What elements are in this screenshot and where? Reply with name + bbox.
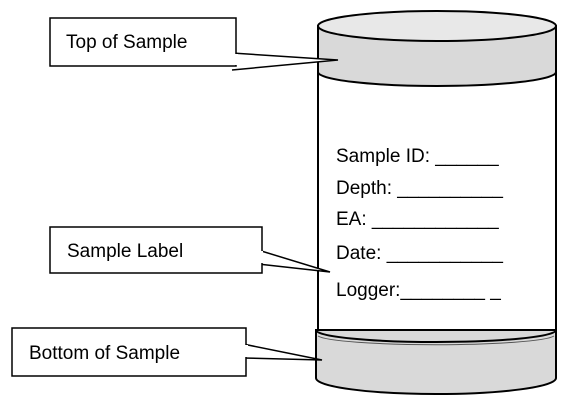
callout-label-text: Sample Label xyxy=(67,241,183,262)
callout-sample-label: Sample Label xyxy=(49,226,331,274)
callout-label-pointer xyxy=(257,249,331,273)
bottom-cap xyxy=(315,329,557,395)
bottom-cap-inner-edge xyxy=(317,335,555,346)
field-sample-id: Sample ID: ______ xyxy=(336,146,499,167)
bottom-cap-rim xyxy=(315,329,557,343)
callout-top-box xyxy=(49,17,237,67)
field-ea: EA: ____________ xyxy=(336,209,499,230)
callout-top-of-sample: Top of Sample xyxy=(49,17,339,71)
top-cap-band xyxy=(317,25,557,87)
field-depth: Depth: __________ xyxy=(336,178,503,199)
container-body xyxy=(318,46,556,346)
callout-top-text: Top of Sample xyxy=(66,32,187,53)
top-cap-lid xyxy=(317,10,557,42)
sample-container: Sample ID: ______ Depth: __________ EA: … xyxy=(315,10,557,395)
callout-top-pointer xyxy=(231,52,339,71)
callout-bottom-text: Bottom of Sample xyxy=(29,343,180,364)
bottom-cap-band xyxy=(315,329,557,395)
top-cap xyxy=(317,10,557,87)
callout-bottom-of-sample: Bottom of Sample xyxy=(11,327,323,377)
callout-label-box xyxy=(49,226,263,274)
field-date: Date: ___________ xyxy=(336,243,503,264)
field-logger: Logger:________ _ xyxy=(336,280,501,301)
sample-label-fields: Sample ID: ______ Depth: __________ EA: … xyxy=(336,146,503,301)
callout-bottom-pointer xyxy=(242,343,323,361)
callout-bottom-box xyxy=(11,327,247,377)
